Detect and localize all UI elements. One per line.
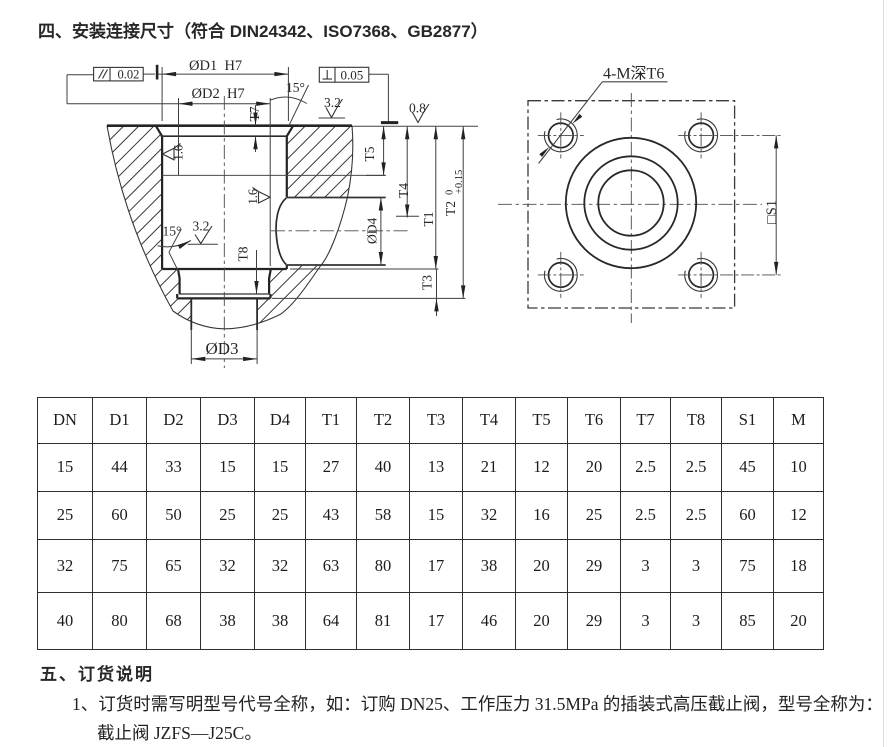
svg-text:0.8: 0.8 bbox=[409, 101, 426, 116]
svg-text:T4: T4 bbox=[396, 183, 411, 198]
svg-text:0: 0 bbox=[445, 190, 456, 195]
svg-text:1.6: 1.6 bbox=[246, 189, 260, 205]
svg-text:T5: T5 bbox=[362, 146, 377, 161]
svg-text:T8: T8 bbox=[236, 246, 251, 261]
svg-text:+0.15: +0.15 bbox=[454, 170, 465, 194]
svg-text:0.05: 0.05 bbox=[341, 68, 364, 83]
svg-text:15°: 15° bbox=[286, 80, 305, 95]
svg-text:ØD2 H7: ØD2 H7 bbox=[192, 86, 245, 102]
svg-text:ØD1 H7: ØD1 H7 bbox=[189, 58, 242, 74]
svg-text:0.02: 0.02 bbox=[118, 68, 140, 82]
svg-text:ØD3: ØD3 bbox=[206, 339, 239, 358]
svg-text:T2: T2 bbox=[443, 201, 458, 216]
svg-text:1.6: 1.6 bbox=[172, 145, 186, 161]
svg-text:3.2: 3.2 bbox=[193, 219, 210, 234]
svg-text:T1: T1 bbox=[421, 212, 436, 227]
svg-text:□S1: □S1 bbox=[764, 200, 780, 224]
svg-text:T3: T3 bbox=[420, 275, 435, 290]
svg-text:ØD4: ØD4 bbox=[365, 218, 380, 244]
svg-text:15°: 15° bbox=[163, 224, 182, 239]
svg-text:T7: T7 bbox=[247, 106, 262, 121]
svg-text:4-M深T6: 4-M深T6 bbox=[603, 65, 664, 83]
svg-text:3.2: 3.2 bbox=[324, 95, 341, 110]
